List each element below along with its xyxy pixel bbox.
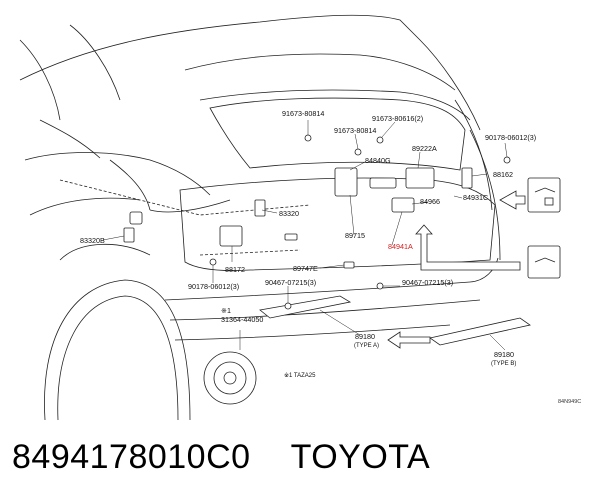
brand-name: TOYOTA xyxy=(290,438,431,476)
parts-diagram: 91673-80814 91673-80814 91673-80616(2) 9… xyxy=(19,14,581,420)
part-label-88172: 88172 xyxy=(225,265,245,274)
leader-lines xyxy=(102,120,508,351)
part-label-90178-06012-top: 90178-06012(3) xyxy=(485,133,536,142)
part-label-84966: 84966 xyxy=(420,197,440,206)
callout-arrows xyxy=(387,190,526,349)
part-label-91673-80814-b: 91673-80814 xyxy=(334,126,376,135)
part-label-note-taza25: ※1 TAZA25 xyxy=(284,372,316,379)
part-label-84840g: 84840G xyxy=(365,156,391,165)
part-label-83320: 83320 xyxy=(279,209,299,218)
part-label-90178-06012-bottom: 90178-06012(3) xyxy=(188,282,239,291)
part-label-note-marker: ※1 xyxy=(221,306,231,315)
part-label-84941a[interactable]: 84941A xyxy=(388,242,413,251)
part-label-91673-80616: 91673-80616(2) xyxy=(372,114,423,123)
part-label-89180-type-a: 89180 xyxy=(355,332,375,341)
part-label-84931c: 84931C xyxy=(463,193,488,202)
caption: 8494178010C0 TOYOTA xyxy=(12,438,430,477)
part-number: 8494178010C0 xyxy=(12,438,251,476)
part-label-type-a: (TYPE A) xyxy=(354,343,379,349)
part-label-89715: 89715 xyxy=(345,231,365,240)
detail-boxes xyxy=(527,177,561,279)
component-shapes xyxy=(123,134,531,405)
part-label-type-b: (TYPE B) xyxy=(491,361,516,367)
vehicle-outline xyxy=(19,14,501,420)
part-label-89222a: 89222A xyxy=(412,144,437,153)
part-label-91673-80814-a: 91673-80814 xyxy=(282,109,324,118)
part-label-90467-07215-left: 90467-07215(3) xyxy=(265,278,316,287)
part-label-31364-44050: 31364-44050 xyxy=(221,315,263,324)
part-label-83320b: 83320B xyxy=(80,236,105,245)
part-label-88162: 88162 xyxy=(493,170,513,179)
diagram-code: 84N949C xyxy=(558,399,581,405)
part-label-90467-07215-right: 90467-07215(3) xyxy=(402,278,453,287)
part-label-89180-type-b: 89180 xyxy=(494,350,514,359)
part-label-89747e: 89747E xyxy=(293,264,318,273)
